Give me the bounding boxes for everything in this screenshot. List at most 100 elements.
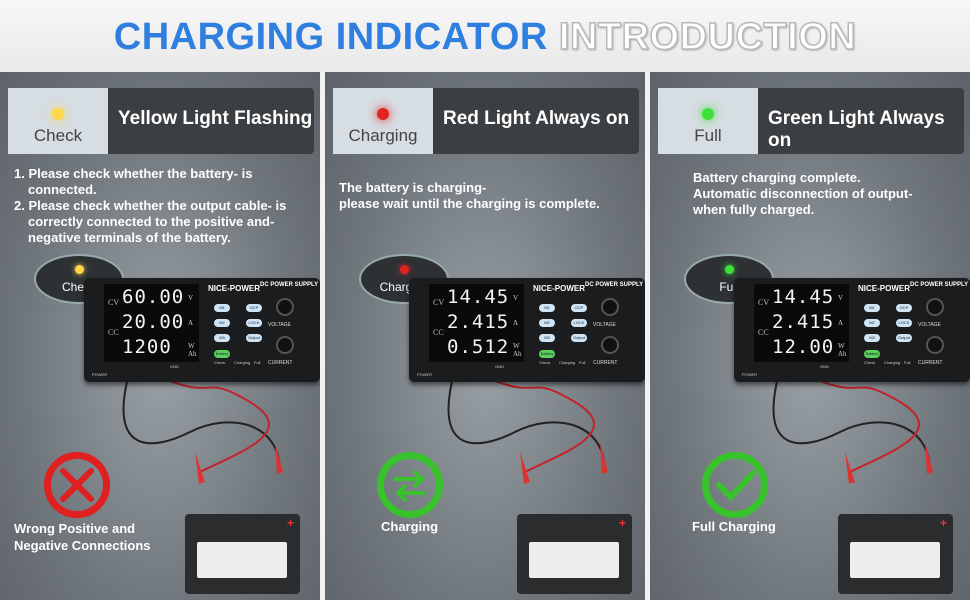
indicator-check: Check: [214, 360, 225, 365]
cc-label: CC: [108, 328, 119, 337]
device-button-m3[interactable]: M3: [214, 334, 230, 342]
display-value: 12.00: [772, 336, 835, 358]
tag-title: Green Light Always on: [768, 108, 945, 151]
title-part-2: INTRODUCTION: [558, 15, 857, 59]
description-line: Automatic disconnection of output-: [693, 186, 913, 201]
description: Battery charging complete.Automatic disc…: [693, 170, 970, 218]
current-knob[interactable]: [601, 336, 619, 354]
device-button-m3[interactable]: M3: [864, 334, 880, 342]
description-line: Battery charging complete.: [693, 170, 861, 185]
description-line: The battery is charging-: [339, 180, 487, 195]
panel-charging: Charging Red Light Always on The battery…: [325, 72, 645, 600]
device-button-m1[interactable]: M1: [539, 304, 555, 312]
current-knob[interactable]: [276, 336, 294, 354]
display-value: 20.00: [122, 311, 185, 333]
unit-a: A: [188, 319, 194, 327]
power-button[interactable]: POWER: [92, 372, 108, 377]
indicator-charging: Charging: [884, 360, 900, 365]
cross-icon: [44, 452, 110, 518]
voltage-knob[interactable]: [926, 298, 944, 316]
led-icon: [52, 108, 64, 120]
device-button-lock[interactable]: LOCK: [246, 319, 262, 327]
unit-a: A: [513, 319, 519, 327]
unit-v: V: [513, 294, 519, 302]
voltage-knob[interactable]: [276, 298, 294, 316]
battery-illustration: +: [185, 514, 300, 594]
indicator-label: Check: [864, 360, 876, 365]
plus-icon: +: [618, 516, 626, 530]
brand-logo: NICE-POWER: [858, 284, 910, 293]
cv-label: CV: [758, 298, 770, 307]
display-value: 0.512: [447, 336, 510, 358]
indicator-tag: Check Yellow Light Flashing: [8, 88, 314, 154]
display-value: 2.415: [772, 311, 835, 333]
gnd-terminal: GND: [820, 364, 829, 369]
led-box: Charging: [333, 88, 433, 154]
indicator-charging: Charging: [234, 360, 250, 365]
checkmark-icon: [702, 452, 768, 518]
device-button-battery[interactable]: Battery: [214, 350, 230, 358]
device-button-output[interactable]: Output: [571, 334, 587, 342]
indicator-label: Full: [254, 360, 261, 365]
indicator-label: Check: [539, 360, 551, 365]
description: The battery is charging-please wait unti…: [339, 180, 639, 212]
display-value: 60.00: [122, 286, 185, 308]
current-label: CURRENT: [268, 360, 293, 366]
description: 1. Please check whether the battery- is …: [14, 166, 314, 246]
device-button-battery[interactable]: Battery: [539, 350, 555, 358]
device-button-ocp[interactable]: OCP: [246, 304, 262, 312]
led-box: Check: [8, 88, 108, 154]
power-button[interactable]: POWER: [742, 372, 758, 377]
cc-label: CC: [758, 328, 769, 337]
device-button-lock[interactable]: LOCK: [571, 319, 587, 327]
status-label: Charging: [381, 519, 439, 534]
indicator-label: Check: [214, 360, 226, 365]
plus-icon: +: [286, 516, 294, 530]
device-button-m1[interactable]: M1: [864, 304, 880, 312]
description-line: please wait until the charging is comple…: [339, 196, 600, 211]
led-box: Full: [658, 88, 758, 154]
indicator-tag: Full Green Light Always on: [658, 88, 964, 154]
device-button-m2[interactable]: M2: [214, 319, 230, 327]
indicator-label: Charging: [884, 360, 901, 365]
display-value: 2.415: [447, 311, 510, 333]
device-button-lock[interactable]: LOCK: [896, 319, 912, 327]
device-button-ocp[interactable]: OCP: [896, 304, 912, 312]
led-icon: [702, 108, 714, 120]
bubble-led-icon: [724, 265, 734, 274]
voltage-label: VOLTAGE: [593, 322, 616, 328]
indicator-check: Check: [864, 360, 875, 365]
device-button-m3[interactable]: M3: [539, 334, 555, 342]
status-label: Wrong Positive and Negative Connections: [14, 521, 151, 553]
brand-logo: NICE-POWER: [208, 284, 260, 293]
device-button-output[interactable]: Output: [896, 334, 912, 342]
model-label: DC POWER SUPPLY: [260, 282, 319, 288]
display-value: 1200: [122, 336, 172, 358]
device-button-output[interactable]: Output: [246, 334, 262, 342]
cv-label: CV: [108, 298, 120, 307]
device-button-m2[interactable]: M2: [864, 319, 880, 327]
current-label: CURRENT: [593, 360, 618, 366]
battery-illustration: +: [517, 514, 632, 594]
power-button[interactable]: POWER: [417, 372, 433, 377]
cables-illustration: [772, 376, 933, 484]
device-button-m2[interactable]: M2: [539, 319, 555, 327]
swap-arrows-icon: [377, 452, 443, 518]
current-knob[interactable]: [926, 336, 944, 354]
unit-v: V: [838, 294, 844, 302]
current-label: CURRENT: [918, 360, 943, 366]
brand-logo: NICE-POWER: [533, 284, 585, 293]
cables-illustration: [447, 376, 608, 484]
description-item: 1. Please check whether the battery- is …: [14, 166, 253, 197]
device-button-m1[interactable]: M1: [214, 304, 230, 312]
unit-w: W Ah: [513, 342, 522, 358]
device-button-ocp[interactable]: OCP: [571, 304, 587, 312]
voltage-knob[interactable]: [601, 298, 619, 316]
device-button-battery[interactable]: Battery: [864, 350, 880, 358]
cables-illustration: [122, 376, 283, 484]
